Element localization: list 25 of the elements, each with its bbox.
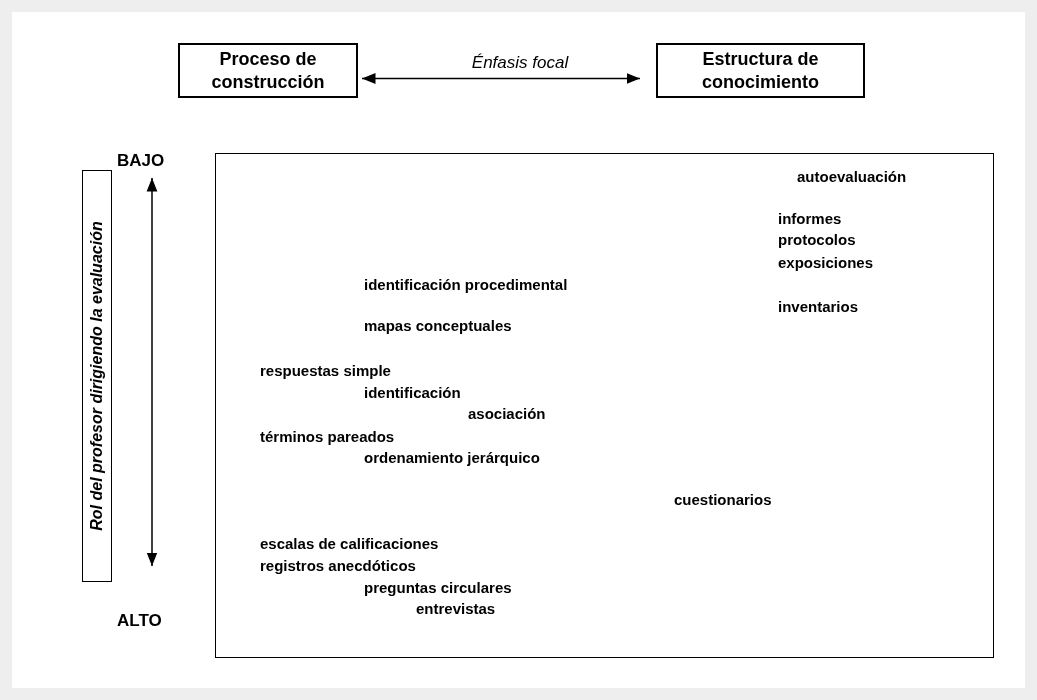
axis-end-label: ALTO: [117, 610, 162, 632]
assessment-method-label: escalas de calificaciones: [260, 535, 439, 554]
axis-label-box: [82, 170, 112, 582]
assessment-method-label: informes: [778, 210, 842, 229]
assessment-method-label: mapas conceptuales: [364, 317, 512, 336]
axis-end-label: BAJO: [117, 150, 165, 172]
assessment-method-label: ordenamiento jerárquico: [364, 449, 540, 468]
assessment-method-label: inventarios: [778, 298, 859, 317]
assessment-method-label: entrevistas: [416, 600, 496, 619]
assessment-method-label: respuestas simple: [260, 362, 391, 381]
assessment-method-label: identificación: [364, 384, 461, 403]
assessment-method-label: identificación procedimental: [364, 276, 568, 295]
assessment-method-label: preguntas circulares: [364, 579, 512, 598]
assessment-method-label: cuestionarios: [674, 491, 772, 510]
assessment-method-label: asociación: [468, 405, 546, 424]
chart-frame: [215, 153, 994, 658]
concept-box: Proceso de construcción: [178, 43, 358, 98]
assessment-method-label: autoevaluación: [797, 168, 907, 187]
axis-title: Rol del profesor dirigiendo la evaluación: [88, 221, 105, 531]
assessment-method-label: registros anecdóticos: [260, 557, 416, 576]
concept-box: Estructura de conocimiento: [656, 43, 865, 98]
assessment-method-label: exposiciones: [778, 254, 874, 273]
double-arrow: [361, 73, 641, 84]
assessment-method-label: protocolos: [778, 231, 856, 250]
assessment-method-label: términos pareados: [260, 428, 395, 447]
